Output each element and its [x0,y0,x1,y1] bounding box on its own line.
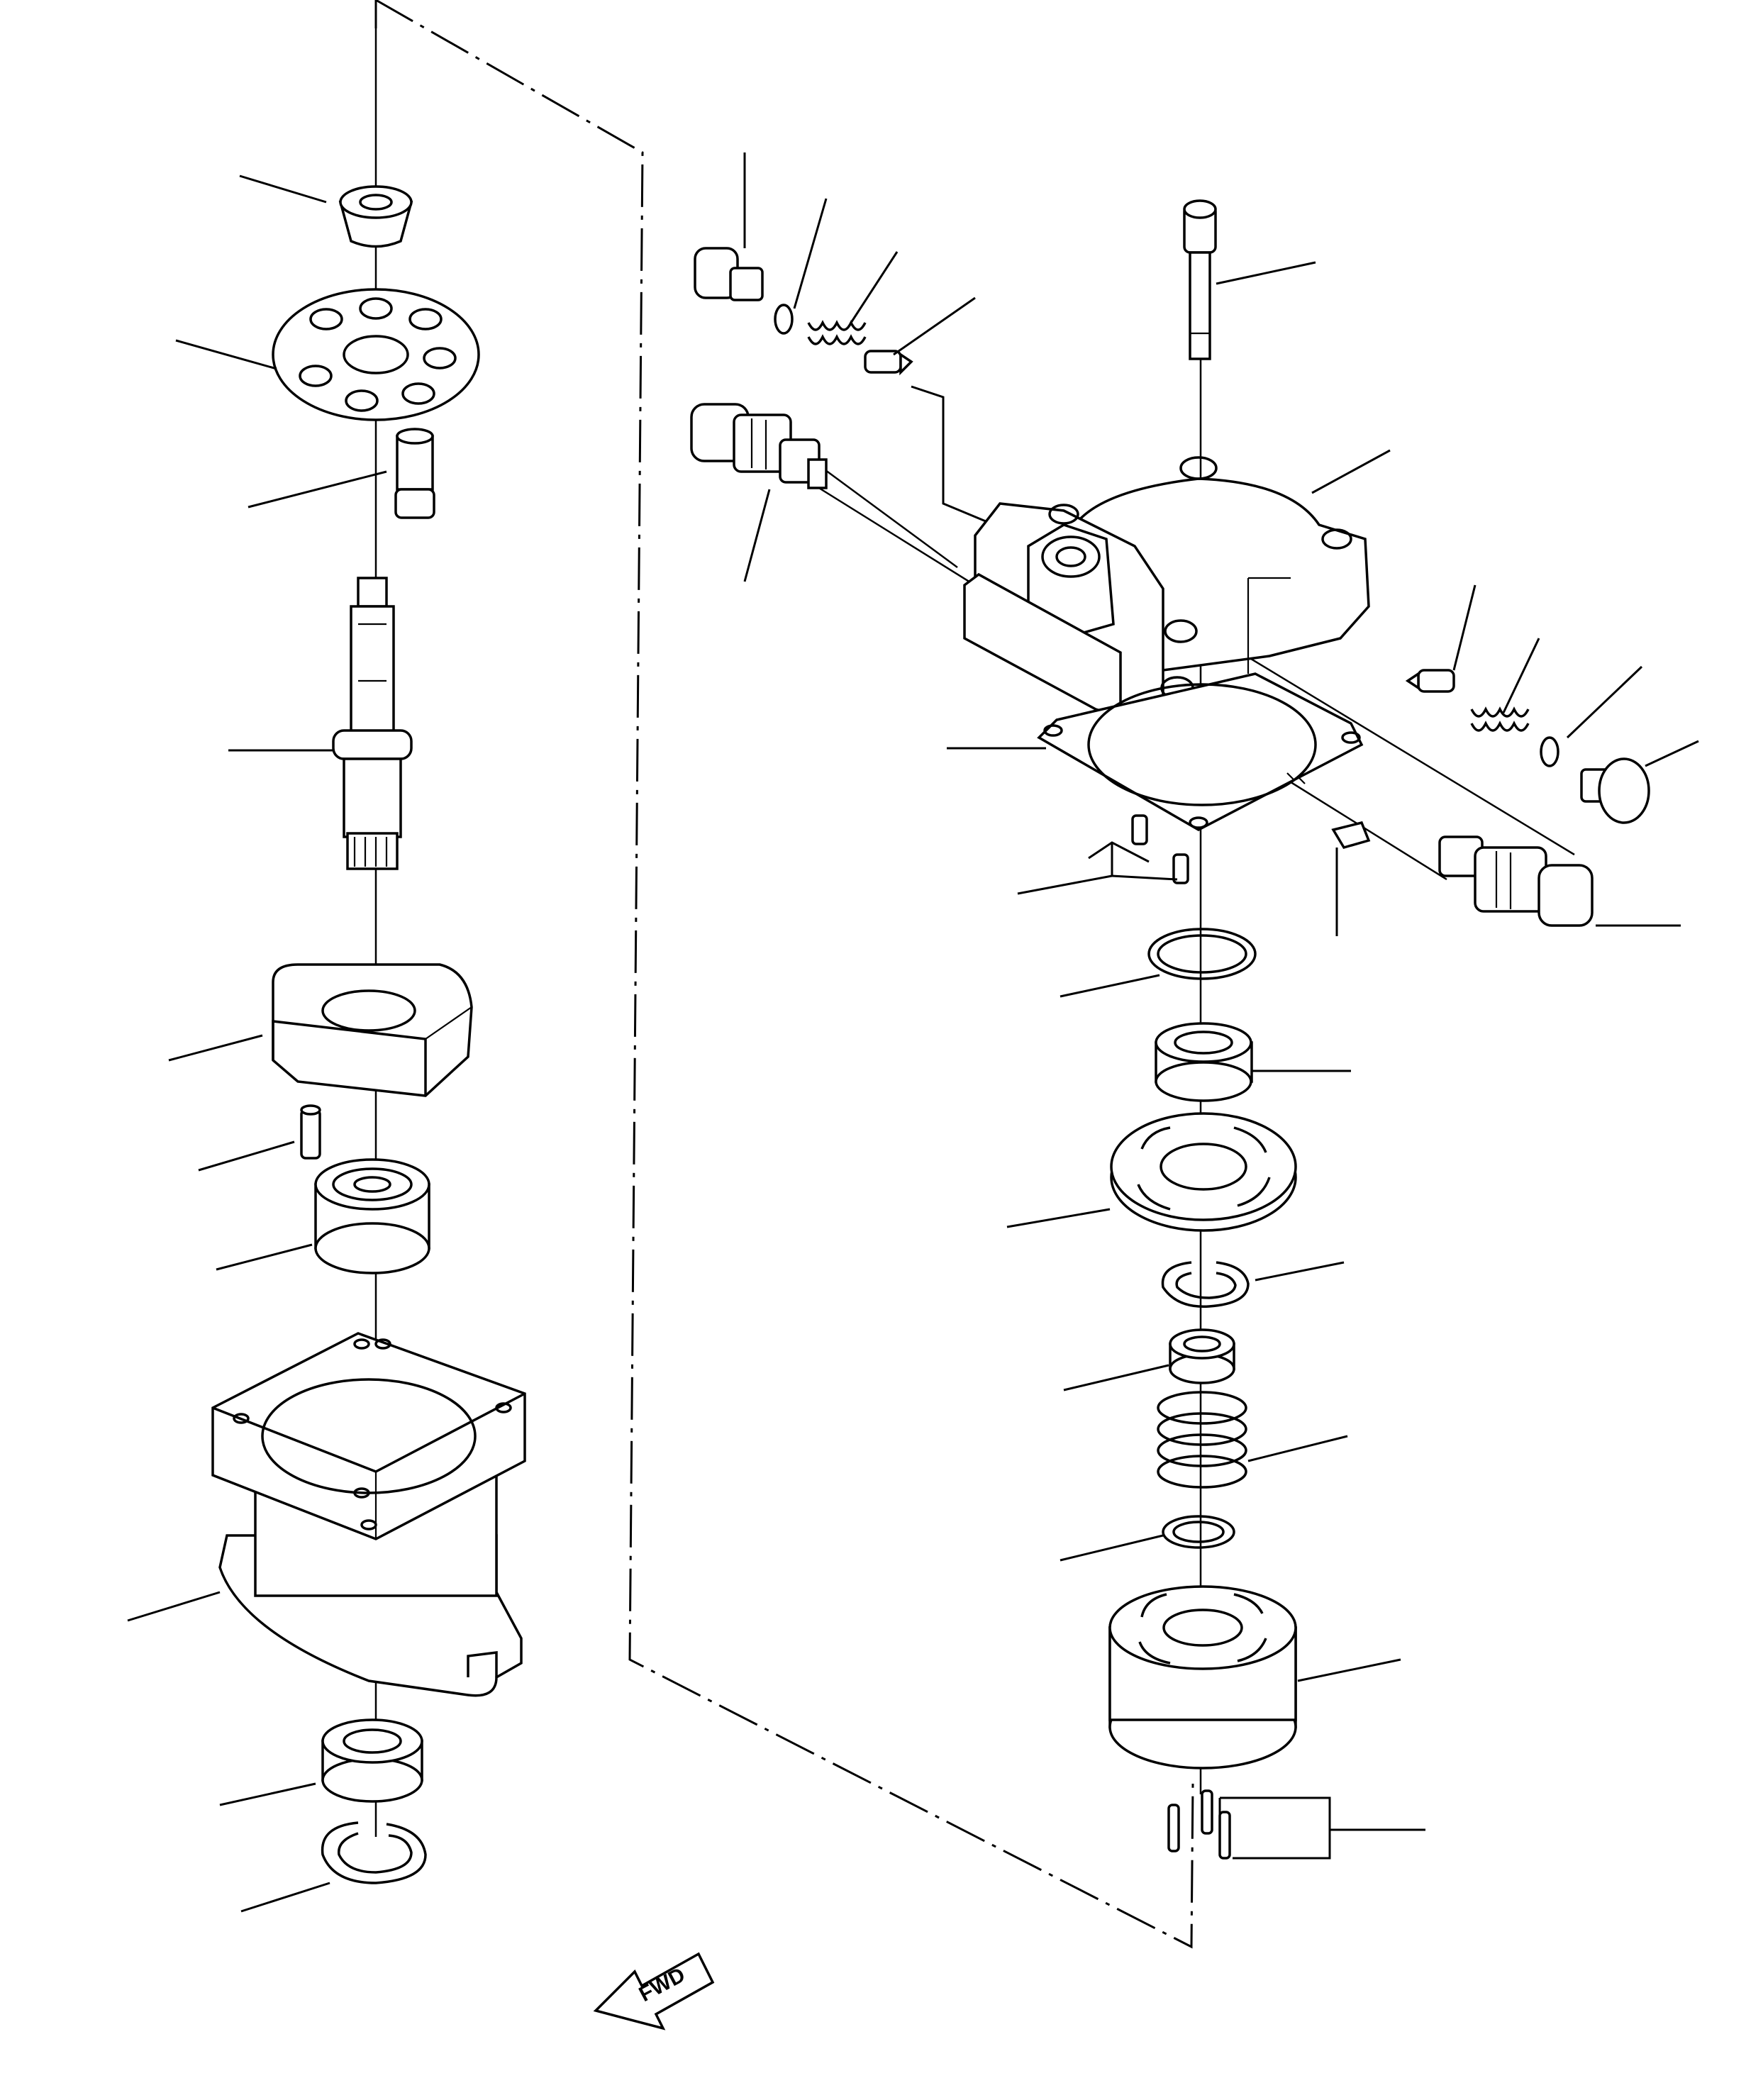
valve-plate-part [272,288,480,421]
gasket-part [1037,672,1364,831]
spring-part [1157,1391,1247,1489]
valve-body-part [963,456,1370,721]
snap-ring-right-part [1161,1261,1250,1309]
spring-upper-part [807,320,867,345]
spring-seat-part [1169,1328,1235,1384]
upper-port-axis [822,467,958,569]
fwd-arrow: FWD [593,1952,715,2030]
cap-part [338,185,413,248]
snap-ring-part [321,1821,427,1884]
cylinder-block-part [1108,1585,1297,1770]
o-ring-lower-part [1540,736,1559,767]
plug-upper-part [694,247,764,301]
housing-part [211,1332,526,1697]
poppet-lower-part [1405,669,1455,693]
poppet-upper-part [864,350,913,376]
left-assembly [127,14,526,1913]
relief-valve-lower-part [1438,835,1594,927]
cap-screw-part [1183,199,1217,360]
spring-lower-part [1470,706,1530,732]
shaft-part [332,577,413,870]
check-cone-part [1331,821,1371,850]
left-leader-lines [127,174,387,1913]
relief-valve-part [690,403,828,489]
needle-bearing-part [1155,1022,1253,1102]
o-ring-part [1147,928,1257,980]
pins-part [1167,1789,1231,1860]
right-leader-lines [743,152,1699,1860]
bearing-part [314,1158,430,1274]
seal-part [321,1718,423,1803]
right-assembly [690,152,1699,1860]
port-plate-part [1110,1112,1297,1232]
pin-part [300,1104,321,1160]
o-ring-upper-part [774,304,794,335]
swash-block-part [272,963,473,1097]
washer-part [1162,1515,1235,1549]
plug-lower-part [1580,757,1650,824]
dowel-pins-part [1131,814,1189,884]
piston-part [394,428,435,519]
